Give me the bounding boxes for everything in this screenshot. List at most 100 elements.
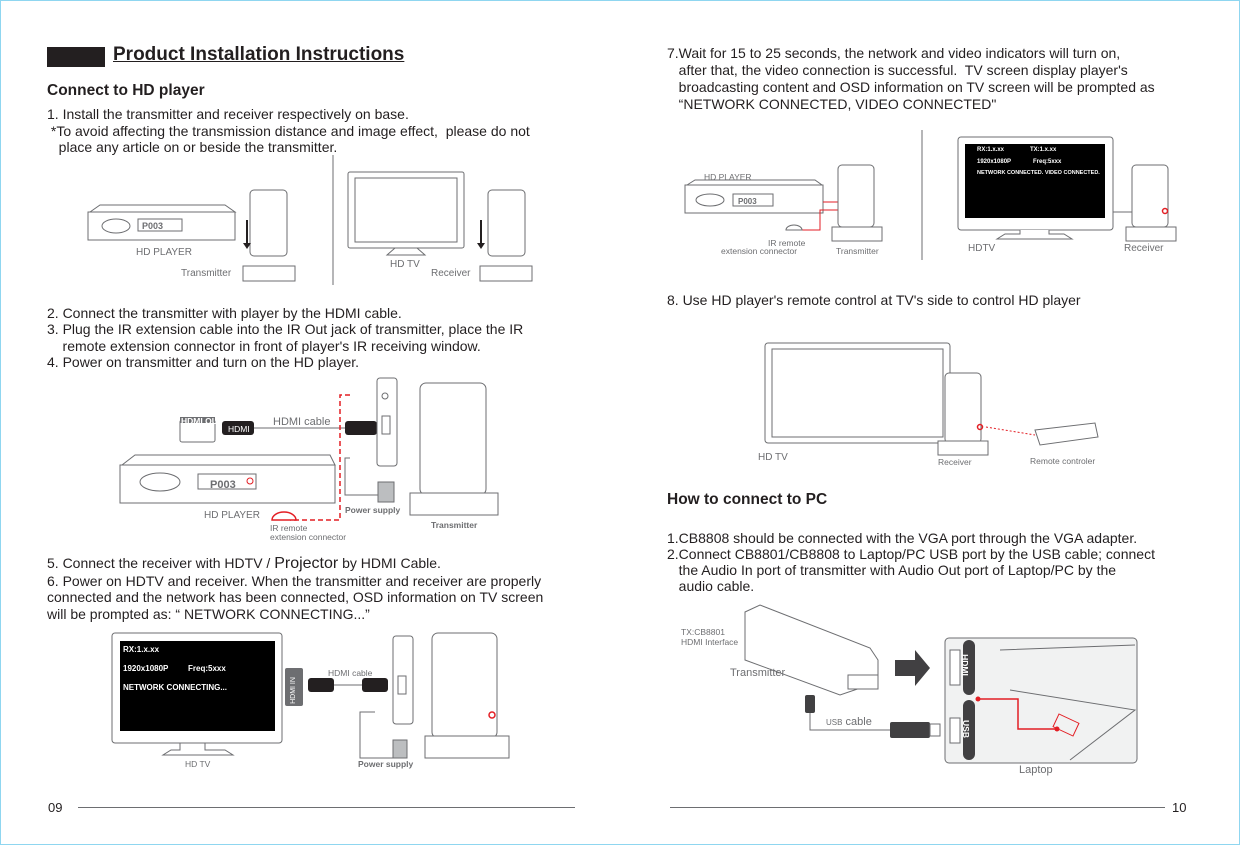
label-hd-tv: HD TV [390,259,420,270]
diagram-transmitter-connection: P003 [119,377,499,521]
pc-step-1: 1.CB8808 should be connected with the VG… [667,530,1138,546]
step-7: 7.Wait for 15 to 25 seconds, the network… [667,45,1121,61]
step-1: 1. Install the transmitter and receiver … [47,106,409,122]
osd-rx: RX:1.x.xx [123,645,160,654]
label-receiver: Receiver [1124,243,1164,254]
hdmi-in-port [285,668,303,706]
label-receiver: Receiver [938,457,972,467]
hd-tv-illustration [764,342,951,444]
label-laptop: Laptop [1019,764,1053,776]
label-transmitter: Transmitter [181,268,232,279]
title-block [47,47,105,67]
label-hdmi-cable: HDMI cable [273,416,331,428]
power-cable [359,711,393,759]
receiver-indicator [488,711,496,719]
step-5: 5. Connect the receiver with HDTV / Proj… [47,555,441,572]
receiver-indicator [976,423,984,431]
hd-tv-illustration [347,171,465,256]
osd-resolution: 1920x1080P [123,664,169,673]
page-number-left: 09 [48,800,63,815]
label-power-supply: Power supply [345,505,401,515]
osd-rx: RX:1.x.xx [977,147,1005,153]
connection-indicator [978,698,1057,730]
page-title: Product Installation Instructions [113,44,405,65]
ir-signal [985,426,1036,436]
hd-player-illustration [119,419,336,504]
diagram-base-install: P003 [87,155,533,285]
ir-cable [798,201,838,231]
label-extension-connector: extension connector [721,246,798,256]
pc-step-2-cont-2: audio cable. [667,578,755,594]
ir-connector [271,511,297,521]
label-usb-cable: USB cable [826,716,872,728]
power-outlet [392,739,408,759]
step-7-cont-2: broadcasting content and OSD information… [667,79,1155,95]
usb-port [949,717,961,744]
pc-step-2-cont: the Audio In port of transmitter with Au… [667,562,1117,578]
label-hd-player: HD PLAYER [136,247,192,258]
usb-port-label: USB [960,720,971,738]
hdmi-port [949,649,961,686]
label-power-supply: Power supply [358,759,414,769]
label-hd-player: HD PLAYER [704,172,752,182]
section-heading-pc: How to connect to PC [667,491,828,508]
step-3-cont: remote extension connector in front of p… [47,338,481,354]
label-extension-connector: extension connector [270,532,347,542]
hdmi-connector [847,674,879,690]
power-outlet [377,481,395,503]
osd-status: NETWORK CONNECTED. VIDEO CONNECTED. [977,170,1100,176]
hdmi-out-tag [180,417,215,423]
tv-screen [965,144,1105,218]
ir-extension-cable [290,394,350,521]
transmitter-illustration [242,189,296,282]
laptop-panel [944,637,1138,764]
hd-player-illustration [87,204,237,241]
remote-control-illustration [1034,422,1099,446]
step-8: 8. Use HD player's remote control at TV'… [667,292,1081,308]
osd-freq: Freq:5xxx [1033,159,1062,165]
label-ir-remote: IR remote [270,523,308,533]
player-display: P003 [210,479,236,491]
label-ir-remote: IR remote [768,238,806,248]
hdmi-port-label: HDMI [959,654,970,676]
hdmi-in-label: HDMI IN [289,677,297,704]
footer-rule [78,807,575,808]
pc-step-2: 2.Connect CB8801/CB8808 to Laptop/PC USB… [667,546,1155,562]
diagram-remote-control [764,342,1099,456]
osd-tx: TX:1.x.xx [1030,147,1057,153]
label-tx-model: TX:CB8801 [681,627,725,637]
hdmi-out-label: HDMI OUT [181,416,224,426]
step-6: 6. Power on HDTV and receiver. When the … [47,573,542,589]
diagram-receiver-connection [111,632,510,759]
receiver-illustration [424,632,510,759]
label-transmitter: Transmitter [836,246,879,256]
label-hdtv: HDTV [968,243,996,254]
hdmi-plug [362,678,388,692]
receiver-port-panel [392,635,414,725]
step-6-cont: connected and the network has been conne… [47,589,544,605]
receiver-illustration [477,189,533,282]
osd-status: NETWORK CONNECTING... [123,683,227,692]
section-heading-hd-player: Connect to HD player [47,82,205,99]
step-1-note: *To avoid affecting the transmission dis… [47,123,530,139]
hdmi-port-tag [963,640,975,695]
transmitter-dongle [744,604,879,696]
label-hdmi-cable: HDMI cable [328,668,373,678]
transmitter-illustration [409,382,499,516]
label-hd-tv: HD TV [185,759,211,769]
label-hd-player: HD PLAYER [204,510,260,521]
label-remote-controller: Remote controler [1030,456,1096,466]
player-display: P003 [738,197,757,206]
label-transmitter: Transmitter [730,667,786,679]
receiver-indicator [1161,207,1169,215]
page-number-right: 10 [1172,800,1187,815]
step-7-cont: after that, the video connection is succ… [667,62,1128,78]
label-receiver: Receiver [431,268,471,279]
osd-freq: Freq:5xxx [188,664,226,673]
step-2: 2. Connect the transmitter with player b… [47,305,402,321]
usb-port-tag [963,700,975,760]
transmitter-illustration [831,164,883,242]
osd-resolution: 1920x1080P [977,159,1012,165]
player-display: P003 [142,221,163,231]
ir-connector [785,224,803,231]
